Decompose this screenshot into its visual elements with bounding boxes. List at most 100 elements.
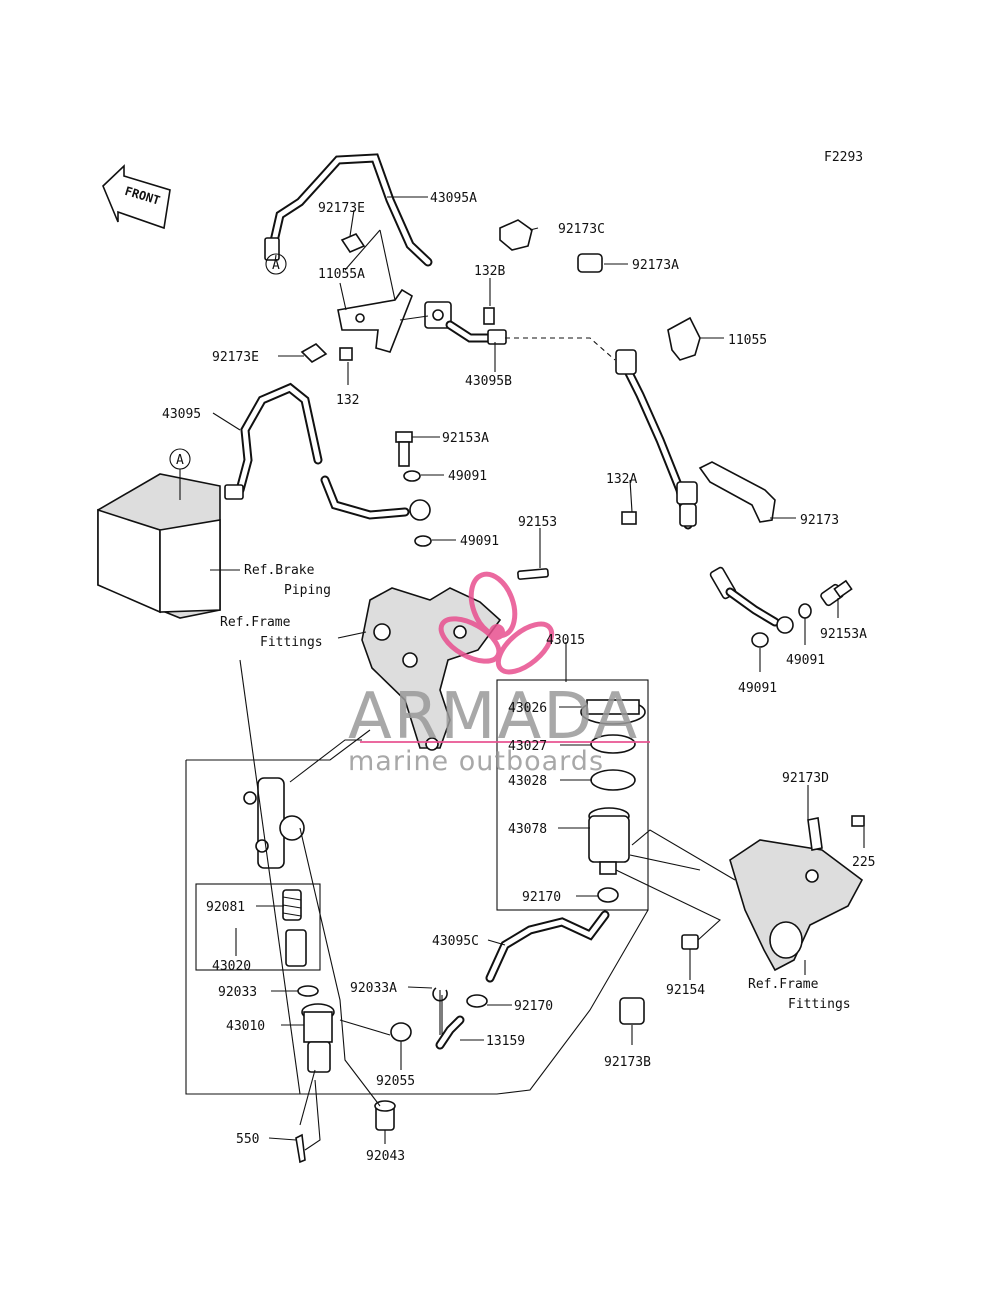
callout-92173C: 92173C	[558, 222, 605, 237]
callout-11055: 11055	[728, 333, 767, 348]
circlip-92033	[297, 985, 319, 997]
hose-43095	[235, 382, 431, 521]
callout-92173B: 92173B	[604, 1055, 651, 1070]
lower-right-hose	[709, 566, 794, 634]
callout-43095C: 43095C	[432, 934, 479, 949]
banjo-bolt-92153A-top	[395, 431, 413, 467]
bracket-11055A	[337, 288, 413, 353]
callout-43095B: 43095B	[465, 374, 512, 389]
callout-92173A: 92173A	[632, 258, 679, 273]
callout-13159: 13159	[486, 1034, 525, 1049]
frame-fittings-bracket-right	[729, 839, 864, 972]
callout-A-top: A	[272, 258, 280, 273]
watermark-tagline: marine outboards	[348, 746, 604, 777]
callout-11055A: 11055A	[318, 267, 365, 282]
callout-92033: 92033	[218, 985, 257, 1000]
bolt-132	[339, 347, 353, 361]
piston-43020	[285, 929, 307, 967]
bolt-92154	[681, 934, 699, 950]
clamp-92173C	[499, 219, 533, 251]
hose-43095B	[445, 320, 507, 345]
callout-92173E-top: 92173E	[318, 201, 365, 216]
callout-92170-a: 92170	[522, 890, 561, 905]
hose-right	[615, 349, 698, 530]
bracket-92173D	[807, 817, 823, 851]
cap-43026	[580, 699, 646, 725]
ref-frame1-line1: Ref.Frame	[220, 615, 291, 630]
master-cylinder-43015	[243, 777, 305, 869]
callout-43028: 43028	[508, 774, 547, 789]
callout-A-abs: A	[176, 453, 184, 468]
callout-43010: 43010	[226, 1019, 265, 1034]
push-rod-43010	[301, 1003, 335, 1073]
callout-43095: 43095	[162, 407, 201, 422]
callout-92173D: 92173D	[782, 771, 829, 786]
callout-43026: 43026	[508, 701, 547, 716]
callout-550: 550	[236, 1132, 259, 1147]
callout-92153: 92153	[518, 515, 557, 530]
callout-92033A: 92033A	[350, 981, 397, 996]
ref-frame2-line1: Ref.Frame	[748, 977, 819, 992]
callout-49091-r2: 49091	[738, 681, 777, 696]
callout-43020: 43020	[212, 959, 251, 974]
cotter-pin-550	[295, 1133, 306, 1164]
leader-lines	[169, 196, 865, 1151]
abs-unit	[97, 473, 244, 619]
armada-watermark: ARMADA marine outboards	[348, 571, 650, 777]
callout-225: 225	[852, 855, 875, 870]
callout-92055: 92055	[376, 1074, 415, 1089]
o-ring-92055	[390, 1022, 412, 1042]
ref-frame2-line2: Fittings	[788, 997, 851, 1012]
clamp-92170-b	[466, 994, 488, 1008]
bracket-92173	[698, 461, 776, 523]
pin-92043	[374, 1100, 396, 1131]
front-arrow-icon: FRONT	[102, 164, 171, 230]
callout-132B: 132B	[474, 264, 505, 279]
reservoir-43078	[588, 807, 630, 875]
callout-92153A-right: 92153A	[820, 627, 867, 642]
propeller-logo-icon	[438, 571, 555, 675]
diaphragm-43027	[590, 734, 636, 754]
joint-block	[424, 301, 452, 329]
clamp-92173B	[619, 997, 645, 1025]
clip-11055	[667, 316, 701, 361]
ref-brake-line1: Ref.Brake	[244, 563, 315, 578]
banjo-bolt-92153A-right	[820, 579, 853, 607]
top-dashed-link	[505, 337, 616, 361]
group-box-43015	[496, 679, 649, 911]
washer-49091-b	[414, 535, 432, 547]
ref-brake-line2: Piping	[284, 583, 331, 598]
callout-49091-b: 49091	[460, 534, 499, 549]
ref-frame1-line2: Fittings	[260, 635, 323, 650]
group-box-43020	[195, 883, 321, 971]
bolt-225	[851, 815, 865, 827]
callout-92153A-top: 92153A	[442, 431, 489, 446]
callout-92173E: 92173E	[212, 350, 259, 365]
callout-43078: 43078	[508, 822, 547, 837]
callout-92154: 92154	[666, 983, 705, 998]
callout-92081: 92081	[206, 900, 245, 915]
figure-code: F2293	[824, 150, 863, 165]
fitting-13159	[435, 1015, 465, 1050]
clamp-92173E-top	[340, 233, 366, 253]
clamp-92173A	[577, 253, 603, 273]
reservoir-hose-43095C	[485, 910, 610, 983]
clamp-92173E	[300, 343, 328, 363]
callout-labels: A 43095A 92173E 92173C 92173A 132B 11055…	[162, 191, 875, 1164]
bolt-132B	[483, 307, 495, 325]
callout-92173: 92173	[800, 513, 839, 528]
callout-132: 132	[336, 393, 359, 408]
callout-92170-b: 92170	[514, 999, 553, 1014]
callout-132A: 132A	[606, 472, 637, 487]
brake-hose-43095A	[264, 153, 433, 267]
callout-43095A: 43095A	[430, 191, 477, 206]
callout-92043: 92043	[366, 1149, 405, 1164]
bolt-92153	[517, 568, 549, 580]
washer-49091-r2	[751, 632, 769, 648]
washer-49091-r1	[798, 603, 812, 619]
callout-49091-a: 49091	[448, 469, 487, 484]
callout-49091-r1: 49091	[786, 653, 825, 668]
washer-49091-a	[403, 470, 421, 482]
clamp-92170-a	[597, 887, 619, 903]
